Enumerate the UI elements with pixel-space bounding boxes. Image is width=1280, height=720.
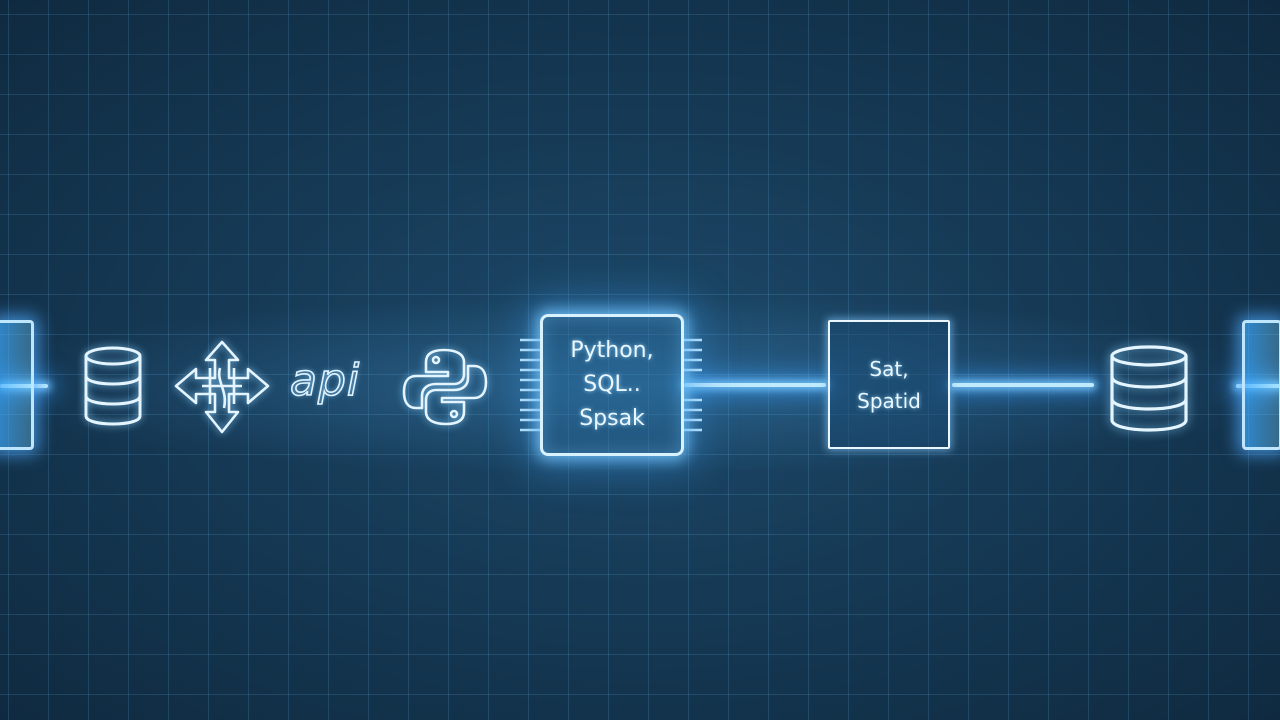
api-label: api (289, 354, 361, 407)
beam-chip-to-box (684, 383, 826, 387)
chip-text-line-2: SQL.. (583, 372, 641, 397)
target-database-icon (1108, 344, 1190, 432)
python-logo-icon (402, 346, 488, 428)
processor-chip: Python, SQL.. Spsak (540, 314, 684, 456)
source-database-icon (82, 346, 144, 426)
pipeline-start-cap (0, 320, 34, 450)
chip-pins-left (520, 336, 540, 440)
box-text-line-1: Sat, (869, 356, 909, 381)
arrows-transform-icon (172, 338, 272, 436)
chip-text-line-1: Python, (570, 338, 654, 363)
chip-text-line-3: Spsak (579, 406, 645, 431)
chip-pins-right (684, 336, 702, 440)
output-box: Sat, Spatid (828, 320, 950, 449)
beam-box-to-db (952, 383, 1094, 387)
box-text-line-2: Spatid (857, 388, 921, 413)
pipeline-end-cap (1242, 320, 1280, 450)
